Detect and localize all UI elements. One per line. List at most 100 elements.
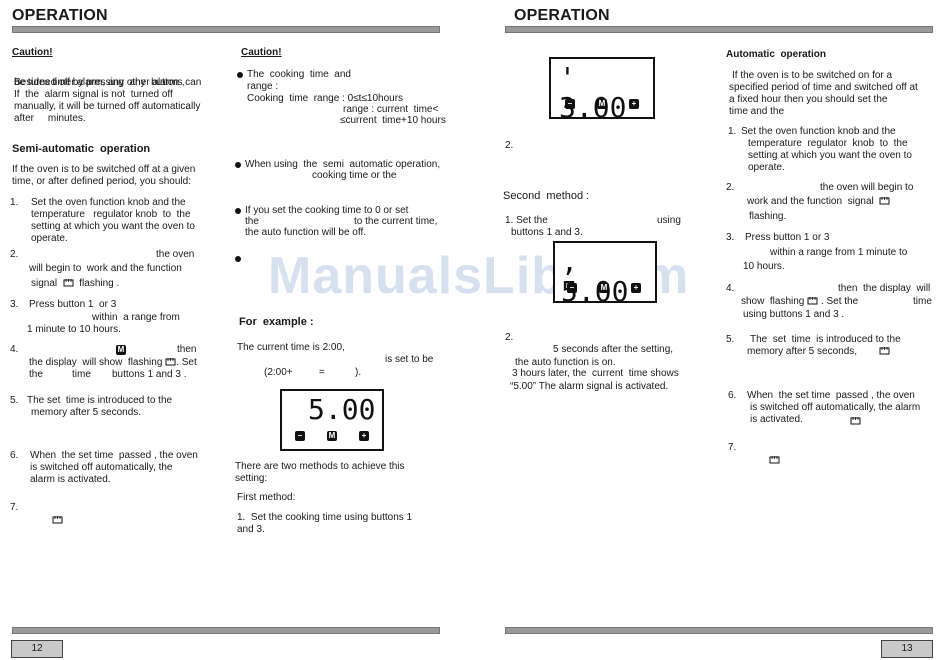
first-method-step1b: and 3.: [237, 524, 265, 535]
caution2-line5: ≤current time+10 hours: [340, 115, 446, 126]
step6-a: When the set time passed , the oven: [30, 450, 198, 461]
left-header: OPERATION: [12, 7, 108, 24]
step4-c: the: [29, 369, 43, 380]
timer-display-example: 5.00 – M +: [280, 389, 384, 451]
a3-num: 3.: [726, 232, 735, 243]
plus-button-icon: +: [631, 283, 641, 293]
caution-title-2: Caution!: [241, 47, 282, 58]
minus-button-icon: –: [565, 99, 575, 109]
a7-num: 7.: [728, 442, 737, 453]
a2-2: work and the function signal: [747, 196, 890, 208]
step1-line4: operate.: [31, 233, 68, 244]
a2-3: flashing.: [749, 211, 787, 222]
mode-button-icon: M: [599, 283, 609, 293]
auto-intro-1: If the oven is to be switched on for a: [732, 70, 893, 81]
step2-a: the oven: [156, 249, 195, 260]
bullet: [235, 256, 241, 262]
step2-c: signal flashing .: [31, 278, 120, 289]
left-header-bar: [12, 26, 440, 33]
display-readout: ' 3.00: [559, 61, 627, 124]
cooking-signal-icon: [63, 278, 74, 287]
zero-note-2: the: [245, 216, 259, 227]
step7-num: 7.: [10, 502, 19, 513]
first-method: First method:: [237, 492, 296, 503]
step2-b: will begin to work and the function: [29, 263, 182, 274]
sm2-num: 2.: [505, 332, 514, 343]
plus-button-icon: +: [629, 99, 639, 109]
step5-num: 5.: [10, 395, 19, 406]
caution2-line4: range : current time<: [343, 104, 439, 115]
semi-intro-2: time, or after defined period, you shoul…: [12, 176, 191, 187]
semi-auto-title: Semi-automatic operation: [12, 143, 151, 155]
step4-b: the display will show flashing . Set: [29, 357, 197, 368]
a3-2: within a range from 1 minute to: [770, 247, 908, 258]
cooking-signal-icon: [52, 515, 63, 524]
zero-note-3: to the current time,: [354, 216, 438, 227]
a3-3: 10 hours.: [743, 261, 785, 272]
example-line2: is set to be: [385, 354, 434, 365]
methods-line1: There are two methods to achieve this: [235, 461, 405, 472]
sm1-a: 1. Set the: [505, 215, 548, 226]
zero-note-4: the auto function will be off.: [245, 227, 367, 238]
first-method-step1: 1. Set the cooking time using buttons 1: [237, 512, 413, 523]
a1-num: 1.: [728, 126, 737, 137]
a4-1: then the display will: [838, 283, 931, 294]
a3-1: Press button 1 or 3: [745, 232, 830, 243]
semi-note-1: When using the semi automatic operation,: [245, 159, 441, 170]
sm2-d: “5.00” The alarm signal is activated.: [510, 381, 669, 392]
caution-text-1d: manually, it will be turned off automati…: [14, 101, 201, 112]
bullet: [235, 208, 241, 214]
plus-button-icon: +: [359, 431, 369, 441]
example-line1: The current time is 2:00,: [237, 342, 345, 353]
step5-b: memory after 5 seconds.: [31, 407, 142, 418]
example-title: For example :: [239, 316, 314, 328]
cooking-signal-icon: [879, 346, 890, 355]
timer-display-second: , 5.00 – M +: [553, 241, 657, 307]
caution2-line1: The cooking time and: [247, 69, 351, 80]
caution2-line3: Cooking time range : 0≤t≤10hours: [247, 93, 404, 104]
step2-num: 2.: [10, 249, 19, 260]
step3-b: within a range from: [92, 312, 180, 323]
a2-1: the oven will begin to: [820, 182, 914, 193]
second-method: Second method :: [503, 190, 590, 202]
step1-line2: temperature regulator knob to the: [31, 209, 191, 220]
left-footer-bar: [12, 627, 440, 634]
mode-button-icon: M: [327, 431, 337, 441]
step1-line3: setting at which you want the oven to: [31, 221, 195, 232]
example-line4: =: [319, 367, 325, 378]
step1-line1: Set the oven function knob and the: [31, 197, 186, 208]
a5-1: The set time is introduced to the: [750, 334, 901, 345]
a4-num: 4.: [726, 283, 735, 294]
a6-1: When the set time passed , the oven: [747, 390, 915, 401]
display-readout: , 5.00: [561, 245, 629, 308]
example-line3: (2:00+: [264, 367, 293, 378]
step4-num: 4.: [10, 344, 19, 355]
caution-text-1e: after minutes.: [14, 113, 86, 124]
cooking-signal-icon: [879, 196, 890, 205]
caution-title-1: Caution!: [12, 47, 53, 58]
mode-button-icon: M: [116, 345, 126, 355]
step6-num: 6.: [10, 450, 19, 461]
step4-e: buttons 1 and 3 .: [112, 369, 187, 380]
display-readout: 5.00: [308, 393, 376, 426]
semi-note-2: cooking time or the: [312, 170, 397, 181]
zero-note-1: If you set the cooking time to 0 or set: [245, 205, 409, 216]
cooking-signal-icon: [165, 357, 176, 366]
right-header: OPERATION: [514, 7, 610, 24]
step3-num: 3.: [10, 299, 19, 310]
step5-a: The set time is introduced to the: [27, 395, 173, 406]
caution-text-1c: If the alarm signal is not turned off: [14, 89, 173, 100]
a1-4: operate.: [748, 162, 785, 173]
minus-button-icon: –: [295, 431, 305, 441]
a6-num: 6.: [728, 390, 737, 401]
a6-2: is switched off automatically, the alarm: [750, 402, 921, 413]
auto-intro-2: specified period of time and switched of…: [729, 82, 918, 93]
bullet: [235, 162, 241, 168]
step4-a: then: [177, 344, 197, 355]
a1-2: temperature regulator knob to the: [748, 138, 908, 149]
cooking-signal-icon: [769, 455, 780, 464]
a4-3: time: [913, 296, 932, 307]
mode-button-icon: M: [597, 99, 607, 109]
automatic-title: Automatic operation: [726, 49, 827, 60]
a5-num: 5.: [726, 334, 735, 345]
